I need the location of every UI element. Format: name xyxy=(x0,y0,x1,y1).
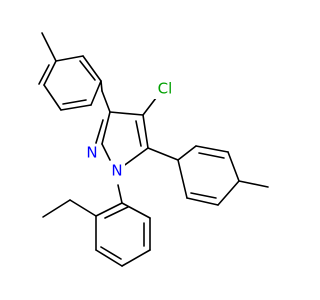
bond xyxy=(41,32,57,62)
bond xyxy=(135,120,142,147)
bond xyxy=(101,143,111,161)
bond xyxy=(60,104,92,111)
bond xyxy=(95,202,123,217)
bond xyxy=(198,152,225,159)
bond xyxy=(142,114,149,149)
bond xyxy=(177,145,197,161)
bond xyxy=(117,184,123,204)
pyrazole-ring xyxy=(95,90,157,168)
bond xyxy=(42,199,71,218)
bond xyxy=(43,60,57,86)
bond xyxy=(100,246,122,260)
bond xyxy=(177,159,188,199)
bond xyxy=(121,147,149,168)
atom-nitrogen-2: N xyxy=(84,144,100,163)
bond xyxy=(190,192,217,199)
bond xyxy=(38,64,50,85)
molecule-structure: Cl N N xyxy=(38,32,269,267)
bond xyxy=(109,111,144,116)
bond xyxy=(195,145,229,153)
atom-chlorine: Cl xyxy=(153,80,178,99)
bond xyxy=(238,180,269,188)
bond xyxy=(100,80,103,92)
bond xyxy=(95,249,123,267)
bond xyxy=(217,180,240,206)
atom-nitrogen-1: N xyxy=(109,161,125,180)
bond xyxy=(95,119,104,144)
bond xyxy=(69,199,97,217)
nitrogen-label: N xyxy=(111,162,122,180)
bond xyxy=(79,60,96,81)
ethylphenyl-ring xyxy=(42,184,151,267)
bond xyxy=(43,84,62,111)
chlorine-label: Cl xyxy=(158,80,173,98)
nitrogen-label: N xyxy=(86,144,97,162)
bond xyxy=(227,151,240,182)
bond xyxy=(82,55,102,82)
bond xyxy=(90,80,102,106)
bond xyxy=(186,197,219,206)
tolyl-ring-right xyxy=(147,145,269,206)
bond xyxy=(142,97,157,116)
bond xyxy=(101,111,111,145)
bond xyxy=(104,206,129,219)
bond xyxy=(62,99,87,105)
tolyl-ring-top xyxy=(38,32,103,111)
bond xyxy=(121,202,151,219)
bond xyxy=(101,90,111,113)
bond xyxy=(147,147,179,161)
bond xyxy=(121,249,151,267)
bond xyxy=(55,55,84,62)
